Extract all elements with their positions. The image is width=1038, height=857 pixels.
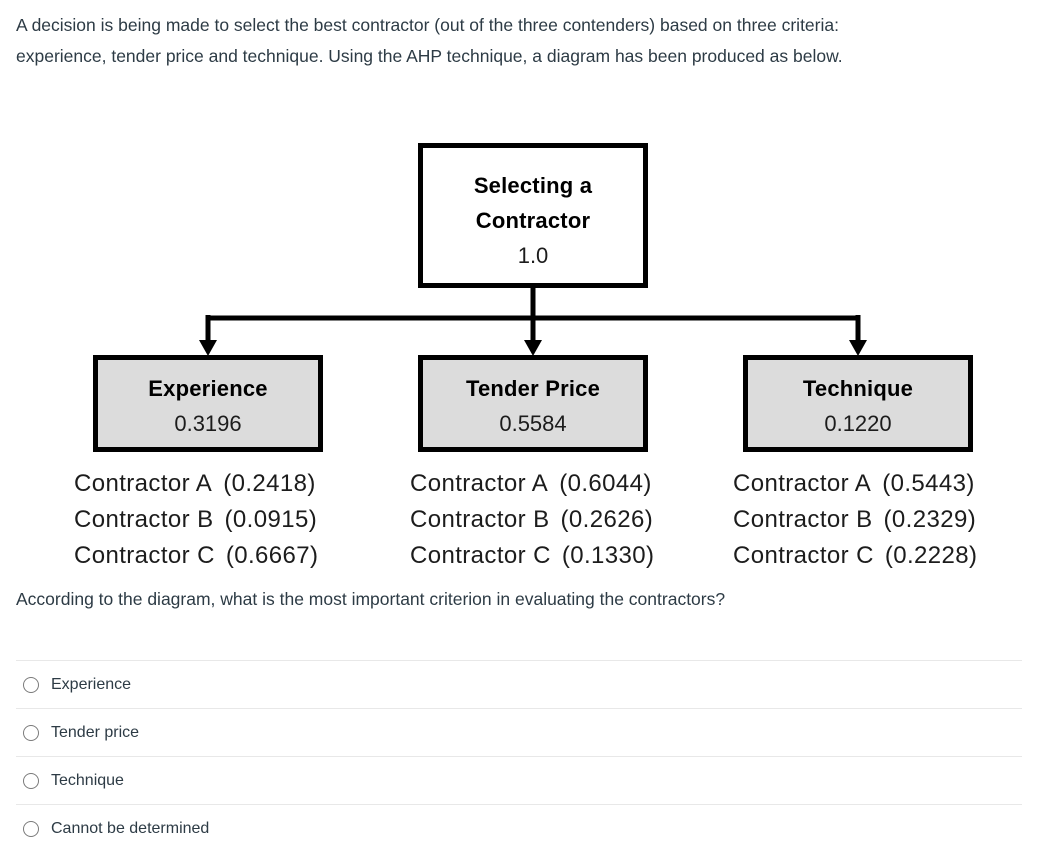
alternative-label: Contractor C bbox=[74, 542, 215, 569]
option-label: Cannot be determined bbox=[51, 819, 210, 837]
alternative-label: Contractor C bbox=[410, 542, 551, 569]
alternative-label: Contractor B bbox=[410, 506, 550, 533]
option-label: Technique bbox=[51, 771, 124, 789]
alternative-label: Contractor A bbox=[733, 470, 872, 497]
question-intro: A decision is being made to select the b… bbox=[16, 10, 1016, 72]
question-text: According to the diagram, what is the mo… bbox=[16, 589, 726, 609]
criterion-label: Technique bbox=[802, 376, 914, 401]
radio-button-icon[interactable] bbox=[23, 724, 39, 741]
alternative-weight: (0.1330) bbox=[561, 542, 655, 569]
option-cannot-be-determined[interactable]: Cannot be determined bbox=[16, 804, 1022, 852]
alternative-row: Contractor A (0.5443) bbox=[733, 466, 977, 502]
alternative-row: Contractor C (0.6667) bbox=[74, 538, 318, 574]
intro-line-1: A decision is being made to select the b… bbox=[16, 15, 839, 35]
alternative-label: Contractor C bbox=[733, 542, 874, 569]
alternative-weight: (0.2329) bbox=[883, 506, 977, 533]
option-label: Experience bbox=[51, 675, 132, 693]
radio-button-icon[interactable] bbox=[23, 820, 39, 837]
ahp-diagram: Selecting a Contractor 1.0 Experience 0.… bbox=[74, 143, 977, 574]
alternative-weight: (0.6667) bbox=[225, 542, 319, 569]
alternative-row: Contractor B (0.2626) bbox=[410, 502, 654, 538]
criterion-label: Experience bbox=[148, 376, 268, 401]
option-technique[interactable]: Technique bbox=[16, 756, 1022, 804]
criterion-weight: 0.3196 bbox=[174, 411, 242, 436]
goal-node-title: Selecting a Contractor bbox=[423, 168, 643, 238]
alternative-row: Contractor C (0.1330) bbox=[410, 538, 654, 574]
alternative-weight: (0.2228) bbox=[884, 542, 978, 569]
alternative-row: Contractor A (0.2418) bbox=[74, 466, 318, 502]
alternative-weight: (0.6044) bbox=[559, 470, 652, 497]
alternative-weight: (0.2418) bbox=[223, 470, 316, 497]
criterion-node-experience: Experience 0.3196 bbox=[93, 355, 323, 452]
alternative-label: Contractor B bbox=[74, 506, 214, 533]
answer-options: Experience Tender price Technique Cannot… bbox=[16, 660, 1022, 852]
diagram-connector-arrows bbox=[199, 286, 867, 356]
alternative-weight: (0.2626) bbox=[560, 506, 654, 533]
alternatives-list-tender-price: Contractor A (0.6044) Contractor B (0.2626… bbox=[410, 466, 654, 574]
alternative-label: Contractor A bbox=[74, 470, 213, 497]
option-experience[interactable]: Experience bbox=[16, 660, 1022, 708]
alternative-label: Contractor A bbox=[410, 470, 549, 497]
criterion-node-tender-price: Tender Price 0.5584 bbox=[418, 355, 648, 452]
criterion-label: Tender Price bbox=[465, 376, 601, 401]
alternatives-list-technique: Contractor A (0.5443) Contractor B (0.2329… bbox=[733, 466, 977, 574]
alternative-row: Contractor B (0.2329) bbox=[733, 502, 977, 538]
alternative-row: Contractor C (0.2228) bbox=[733, 538, 977, 574]
goal-node-weight: 1.0 bbox=[517, 243, 549, 268]
goal-title-line1: Selecting a bbox=[473, 173, 593, 198]
radio-button-icon[interactable] bbox=[23, 772, 39, 789]
criterion-weight: 0.1220 bbox=[824, 411, 892, 436]
alternative-weight: (0.5443) bbox=[882, 470, 975, 497]
option-label: Tender price bbox=[51, 723, 140, 741]
alternative-weight: (0.0915) bbox=[224, 506, 318, 533]
option-tender-price[interactable]: Tender price bbox=[16, 708, 1022, 756]
intro-line-2: experience, tender price and technique. … bbox=[16, 46, 843, 66]
alternative-row: Contractor A (0.6044) bbox=[410, 466, 654, 502]
alternative-label: Contractor B bbox=[733, 506, 873, 533]
criterion-weight: 0.5584 bbox=[499, 411, 567, 436]
criterion-node-technique: Technique 0.1220 bbox=[743, 355, 973, 452]
goal-title-line2: Contractor bbox=[475, 208, 591, 233]
alternatives-list-experience: Contractor A (0.2418) Contractor B (0.0915… bbox=[74, 466, 318, 574]
goal-node: Selecting a Contractor 1.0 bbox=[418, 143, 648, 288]
radio-button-icon[interactable] bbox=[23, 676, 39, 693]
alternative-row: Contractor B (0.0915) bbox=[74, 502, 318, 538]
